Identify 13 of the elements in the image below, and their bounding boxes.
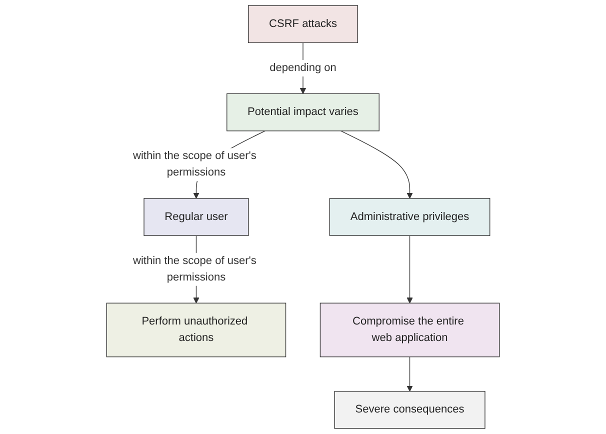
node-box: Compromise the entire web application: [320, 302, 500, 358]
node-box: Regular user: [144, 198, 249, 236]
arrow: [406, 356, 413, 392]
node-box: Potential impact varies: [226, 93, 380, 132]
node-box: Severe consequences: [334, 390, 486, 429]
node-box: CSRF attacks: [248, 5, 358, 44]
node-box: Administrative privileges: [329, 198, 490, 236]
arrow: [340, 130, 413, 199]
node-box: Perform unauthorized actions: [106, 302, 286, 358]
edge-label: within the scope of user's permissions: [132, 254, 256, 284]
edge-label: within the scope of user's permissions: [132, 150, 256, 178]
edge-label: depending on: [270, 62, 336, 74]
arrow: [406, 235, 413, 304]
